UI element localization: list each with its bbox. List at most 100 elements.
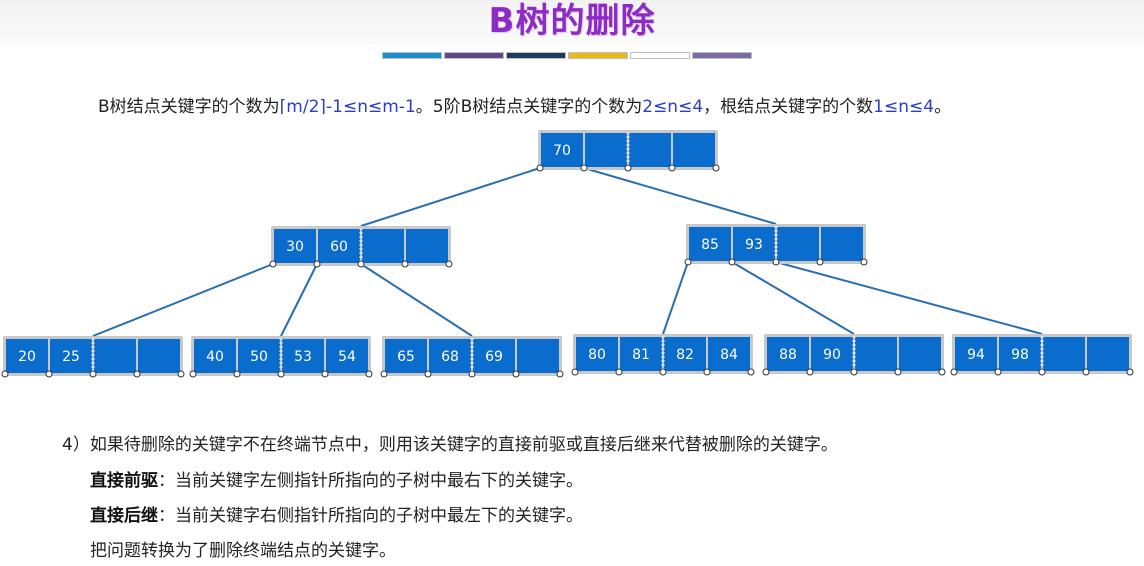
- key-label: 80: [588, 347, 606, 363]
- key-label: 60: [330, 239, 348, 255]
- key-label: 53: [294, 349, 312, 365]
- key-label: 25: [62, 349, 80, 365]
- key-label: 98: [1011, 347, 1029, 363]
- pointer-dot: [45, 370, 53, 378]
- pointer-dot: [1038, 368, 1046, 376]
- key-cell: [733, 227, 775, 261]
- key-label: 30: [286, 239, 304, 255]
- pointer-dot: [703, 368, 711, 376]
- key-cell: [585, 133, 627, 167]
- pointer-dot: [668, 164, 676, 172]
- key-cell: [541, 133, 583, 167]
- key-cell: [362, 229, 404, 263]
- key-cell: [6, 339, 48, 373]
- key-cell: [385, 339, 427, 373]
- tree-edge: [360, 263, 473, 337]
- pointer-dot: [994, 368, 1002, 376]
- rule-text-1: B树结点关键字的个数为: [98, 97, 280, 117]
- key-cell: [517, 339, 559, 373]
- pointer-dot: [177, 370, 185, 378]
- pointer-dot: [571, 368, 579, 376]
- stripe-4: [568, 52, 628, 59]
- pointer-dot: [536, 164, 544, 172]
- key-label: 81: [632, 347, 650, 363]
- key-cell: [94, 339, 136, 373]
- pointer-dot: [659, 368, 667, 376]
- pointer-dot: [580, 164, 588, 172]
- pointer-dot: [762, 368, 770, 376]
- key-label: 84: [720, 347, 738, 363]
- predecessor-label: 直接前驱: [90, 471, 158, 491]
- predecessor-desc: ：当前关键字左侧指针所指向的子树中最右下的关键字。: [158, 471, 583, 491]
- pointer-dot: [712, 164, 720, 172]
- leaf-node: 80 81 82 84: [571, 334, 755, 376]
- pointer-dot: [556, 370, 564, 378]
- successor-label: 直接后继: [90, 506, 158, 526]
- tree-edge: [775, 261, 1043, 335]
- pointer-dot: [850, 368, 858, 376]
- rule-range-general: ⌈m/2⌉-1≤n≤m-1: [279, 97, 416, 117]
- key-label: 93: [745, 237, 763, 253]
- pointer-dot: [1082, 368, 1090, 376]
- key-label: 88: [779, 347, 797, 363]
- summary-line: 把问题转换为了删除终端结点的关键字。: [90, 541, 396, 561]
- slide-header-band: [0, 0, 1144, 44]
- pointer-dot: [894, 368, 902, 376]
- rule-range-order5: 2≤n≤4: [642, 97, 704, 117]
- key-cell: [767, 337, 809, 371]
- key-cell: [473, 339, 515, 373]
- key-label: 90: [823, 347, 841, 363]
- key-cell: [274, 229, 316, 263]
- key-cell: [326, 339, 368, 373]
- tree-edge: [92, 263, 274, 337]
- pointer-dot: [468, 370, 476, 378]
- pointer-dot: [1126, 368, 1134, 376]
- title-underline-stripes: [382, 52, 752, 59]
- key-label: 65: [397, 349, 415, 365]
- stripe-1: [382, 52, 442, 59]
- pointer-dot: [313, 260, 321, 268]
- key-cell: [318, 229, 360, 263]
- internal-node: 85 93: [684, 224, 868, 266]
- leaf-node: 88 90: [762, 334, 946, 376]
- pointer-dot: [89, 370, 97, 378]
- key-cell: [429, 339, 471, 373]
- key-cell: [999, 337, 1041, 371]
- key-cell: [708, 337, 750, 371]
- pointer-dot: [424, 370, 432, 378]
- key-label: 40: [206, 349, 224, 365]
- key-cell: [855, 337, 897, 371]
- pointer-dot: [615, 368, 623, 376]
- successor-definition: 直接后继：当前关键字右侧指针所指向的子树中最左下的关键字。: [90, 501, 583, 526]
- key-cell: [620, 337, 662, 371]
- key-cell: [673, 133, 715, 167]
- key-cell: [50, 339, 92, 373]
- tree-edge: [280, 263, 318, 337]
- pointer-dot: [321, 370, 329, 378]
- key-cell: [406, 229, 448, 263]
- pointer-dot: [950, 368, 958, 376]
- pointer-dot: [233, 370, 241, 378]
- pointer-dot: [365, 370, 373, 378]
- key-cell: [664, 337, 706, 371]
- pointer-dot: [684, 258, 692, 266]
- pointer-dot: [860, 258, 868, 266]
- key-cell: [629, 133, 671, 167]
- key-label: 20: [18, 349, 36, 365]
- pointer-dot: [380, 370, 388, 378]
- tree-edge: [662, 261, 689, 335]
- key-label: 82: [676, 347, 694, 363]
- pointer-dot: [1, 370, 9, 378]
- pointer-dot: [189, 370, 197, 378]
- pointer-dot: [357, 260, 365, 268]
- pointer-dot: [624, 164, 632, 172]
- key-label: 85: [701, 237, 719, 253]
- pointer-dot: [401, 260, 409, 268]
- tree-edge: [360, 167, 541, 227]
- key-label: 68: [441, 349, 459, 365]
- stripe-6: [692, 52, 752, 59]
- edges: [92, 167, 1043, 337]
